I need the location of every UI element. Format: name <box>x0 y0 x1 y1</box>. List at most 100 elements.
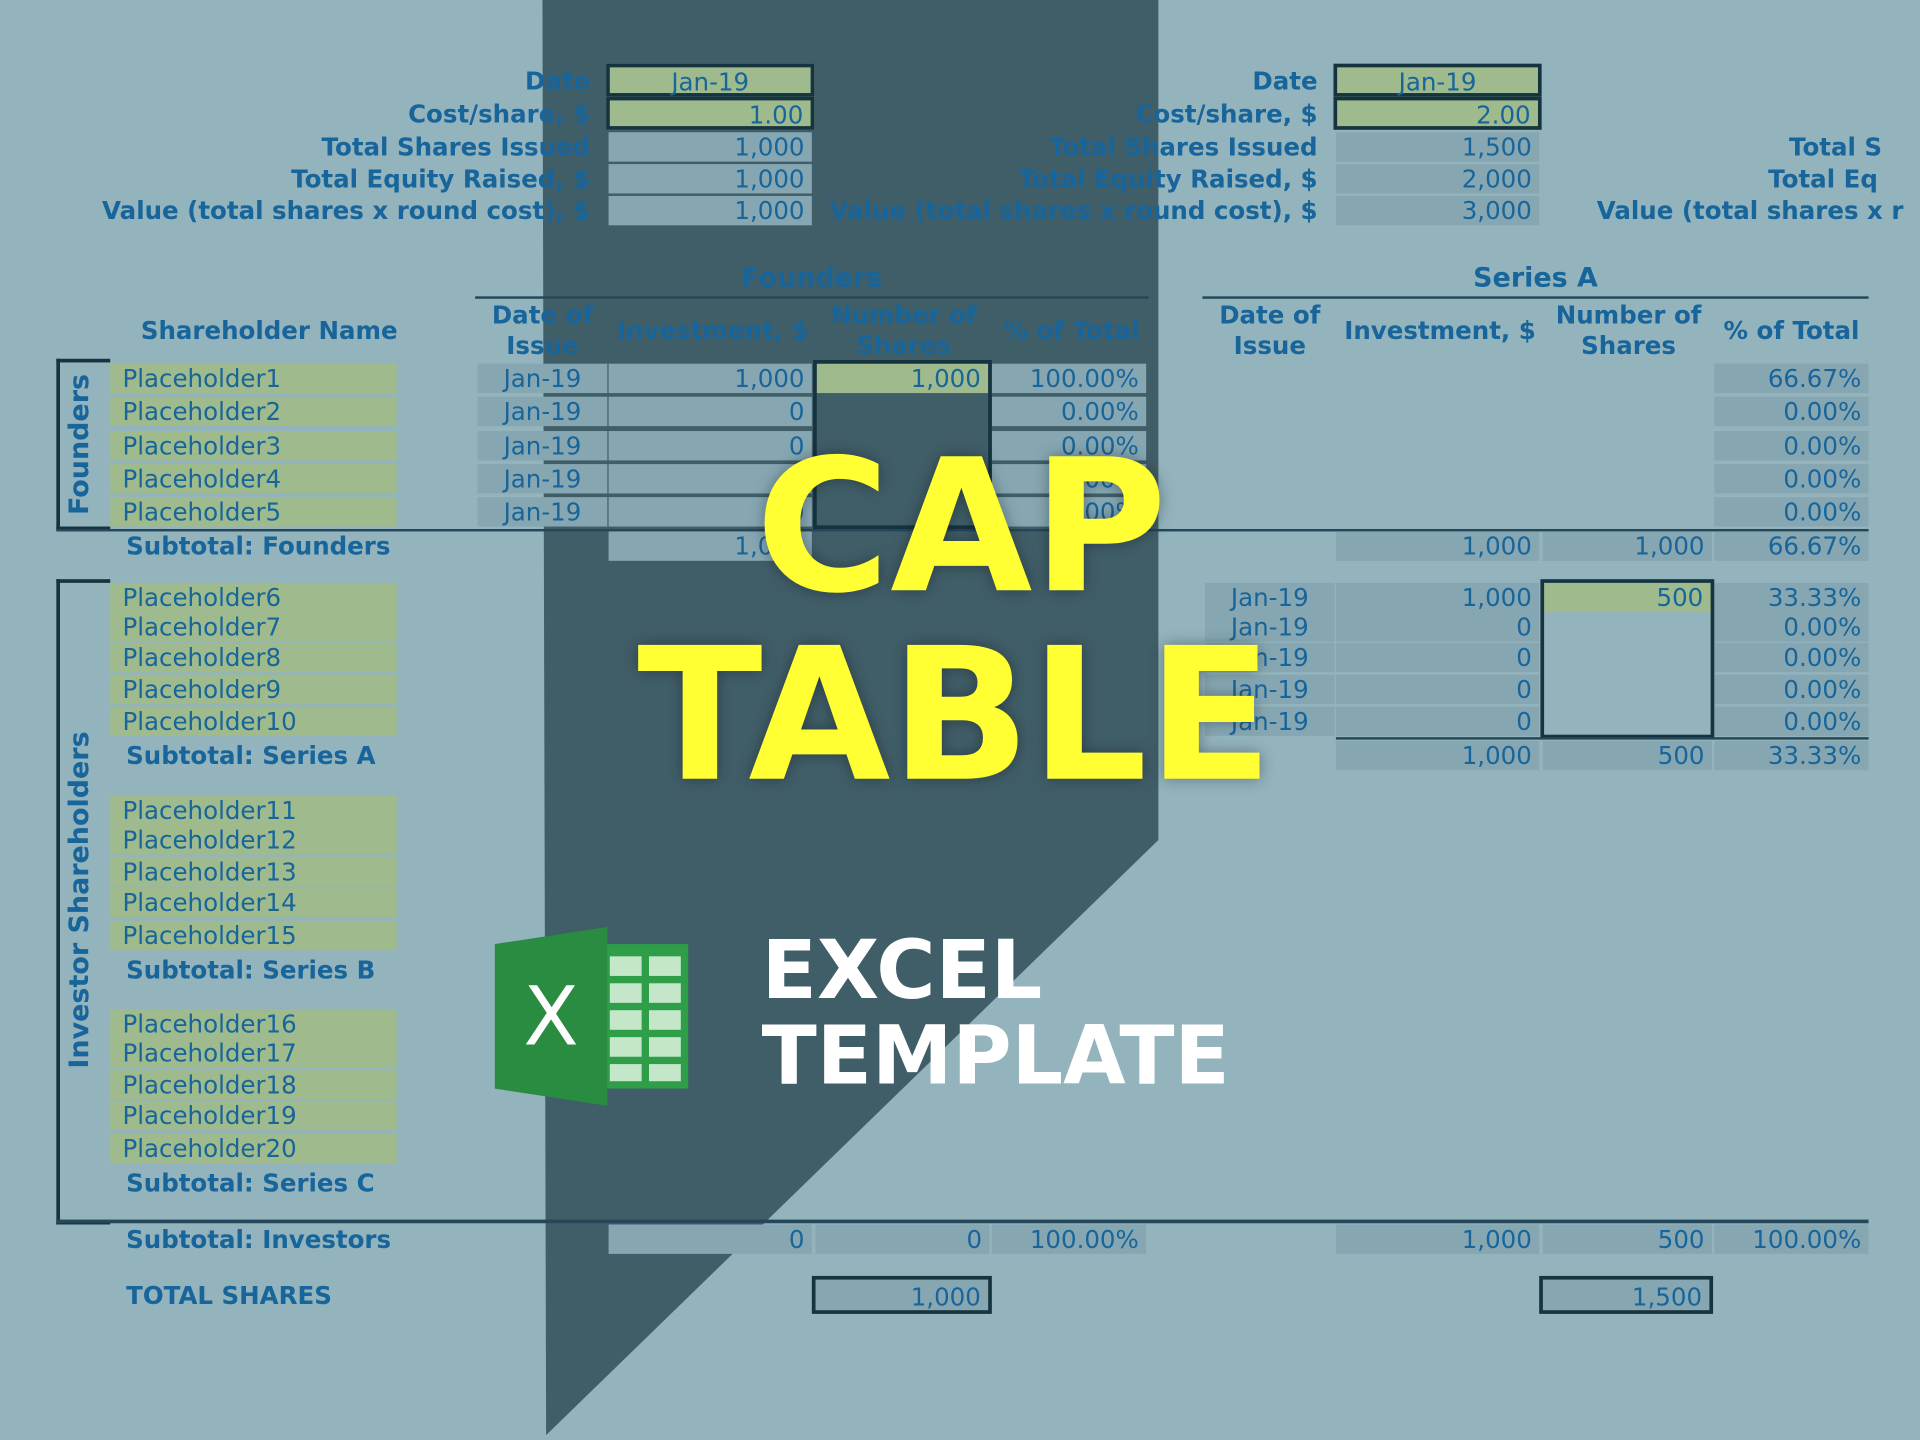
subtotal-investors-investment: 0 <box>608 1224 812 1254</box>
shareholder-name-cell[interactable]: Placeholder3 <box>110 431 397 461</box>
a-subtotal-series-a-pct: 33.33% <box>1714 740 1869 771</box>
header-date-of-issue-2: Issue <box>506 330 579 361</box>
founders-value-label: Value (total shares x round cost), $ <box>102 195 591 226</box>
subtotal-founders-investment: 1,000 <box>608 531 812 561</box>
series-b-shares-label: Total S <box>1788 132 1883 162</box>
series-a-shares-label: Total Shares Issued <box>1048 132 1318 162</box>
header-a-number-of-shares-2: Shares <box>1581 330 1677 361</box>
series-a-row-date: Jan-19 <box>1204 582 1335 613</box>
founders-total-shares: 1,000 <box>910 1282 981 1312</box>
excel-logo-icon: X <box>494 926 689 1106</box>
a-subtotal-investors-shares: 500 <box>1542 1224 1712 1254</box>
shareholder-name-cell[interactable]: Placeholder12 <box>110 825 397 855</box>
excel-logo-letter: X <box>523 970 578 1064</box>
series-a-row-pct: 0.00% <box>1714 706 1869 736</box>
series-b-value-label: Value (total shares x r <box>1596 195 1904 226</box>
founders-section-heading: Founders <box>741 263 883 294</box>
header-a-pct-total: % of Total <box>1723 315 1860 346</box>
series-a-total-shares-cell: 1,500 <box>1539 1275 1714 1314</box>
series-a-heading-rule <box>1202 296 1869 299</box>
a-subtotal-founders-pct: 66.67% <box>1714 531 1869 561</box>
series-a-row-investment: 1,000 <box>1335 582 1540 613</box>
shareholder-name-cell[interactable]: Placeholder20 <box>110 1133 397 1164</box>
series-a-total-shares: 1,500 <box>1631 1282 1703 1312</box>
subtotal-series-c-label: Subtotal: Series C <box>126 1168 375 1198</box>
subtotal-series-b-label: Subtotal: Series B <box>126 955 376 985</box>
subtotal-series-a-label: Subtotal: Series A <box>126 740 376 771</box>
a-subtotal-investors-investment: 1,000 <box>1335 1224 1540 1254</box>
shareholder-name-cell[interactable]: Placeholder1 <box>110 363 397 394</box>
shareholder-name-cell[interactable]: Placeholder14 <box>110 887 397 918</box>
shareholder-name-cell[interactable]: Placeholder17 <box>110 1038 397 1068</box>
founders-row-investment: 0 <box>608 464 812 494</box>
founders-value-value: 1,000 <box>608 195 812 226</box>
header-investment: Investment, $ <box>616 315 809 346</box>
subtotal-investors-label: Subtotal: Investors <box>126 1224 392 1254</box>
founders-shares-label: Total Shares Issued <box>321 132 591 162</box>
series-a-row-date: Jan-19 <box>1204 612 1335 642</box>
shareholder-name-cell[interactable]: Placeholder8 <box>110 642 397 673</box>
founders-bottom-rule <box>56 528 1869 532</box>
founders-date-cell[interactable]: Jan-19 <box>606 63 815 97</box>
founders-heading-rule <box>475 296 1149 299</box>
series-a-subtotal-rule <box>1335 737 1869 740</box>
a-subtotal-series-a-investment: 1,000 <box>1335 740 1540 771</box>
shareholder-name-cell[interactable]: Placeholder16 <box>110 1008 397 1039</box>
shareholder-name-cell[interactable]: Placeholder11 <box>110 795 397 826</box>
shareholder-name-cell[interactable]: Placeholder19 <box>110 1100 397 1131</box>
shareholder-name-cell[interactable]: Placeholder10 <box>110 706 397 736</box>
founders-equity-label: Total Equity Raised, $ <box>291 164 591 194</box>
founders-row-pct: 100.00% <box>991 363 1147 394</box>
series-a-row-investment: 0 <box>1335 706 1540 736</box>
header-pct-total: % of Total <box>1003 315 1140 346</box>
series-a-shares-input-box[interactable] <box>1540 579 1715 739</box>
shareholder-name-cell[interactable]: Placeholder7 <box>110 612 397 642</box>
a-founder-row-pct: 0.00% <box>1714 464 1869 494</box>
a-subtotal-series-a-shares: 500 <box>1542 740 1712 771</box>
shareholder-name-cell[interactable]: Placeholder4 <box>110 464 397 494</box>
founders-total-shares-cell: 1,000 <box>811 1275 992 1314</box>
series-a-date-cell[interactable]: Jan-19 <box>1333 63 1542 97</box>
shareholder-name-cell[interactable]: Placeholder15 <box>110 920 397 951</box>
banner-subtitle-line1: EXCEL <box>761 923 1043 1018</box>
series-a-shares-value: 1,500 <box>1335 132 1540 162</box>
series-a-value-label: Value (total shares x round cost), $ <box>829 195 1318 226</box>
header-shareholder-name: Shareholder Name <box>140 315 398 346</box>
series-a-row-date: Jan-19 <box>1204 706 1335 736</box>
founders-row-date: Jan-19 <box>477 464 608 494</box>
a-subtotal-founders-shares: 1,000 <box>1542 531 1712 561</box>
founders-row-pct: 0.00% <box>991 497 1147 527</box>
header-a-date-of-issue-2: Issue <box>1233 330 1306 361</box>
shareholder-name-cell[interactable]: Placeholder13 <box>110 857 397 887</box>
shareholder-name-cell[interactable]: Placeholder6 <box>110 582 397 613</box>
a-subtotal-founders-investment: 1,000 <box>1335 531 1540 561</box>
series-a-row-shares[interactable]: 500 <box>1544 582 1711 613</box>
header-a-investment: Investment, $ <box>1344 315 1536 346</box>
shareholder-name-cell[interactable]: Placeholder5 <box>110 497 397 527</box>
series-a-section-heading: Series A <box>1473 263 1598 294</box>
series-a-cost-cell[interactable]: 2.00 <box>1333 96 1542 130</box>
founders-row-investment: 0 <box>608 431 812 461</box>
subtotal-investors-pct: 100.00% <box>991 1224 1147 1254</box>
a-founder-row-pct: 0.00% <box>1714 497 1869 527</box>
series-a-date-value: Jan-19 <box>1398 67 1477 97</box>
a-subtotal-investors-pct: 100.00% <box>1714 1224 1869 1254</box>
shareholder-name-cell[interactable]: Placeholder18 <box>110 1070 397 1100</box>
founders-group-label: Founders <box>64 373 96 516</box>
founders-cost-cell[interactable]: 1.00 <box>606 96 815 130</box>
founders-row-date: Jan-19 <box>477 431 608 461</box>
shareholder-name-cell[interactable]: Placeholder2 <box>110 396 397 427</box>
shareholder-name-cell[interactable]: Placeholder9 <box>110 674 397 705</box>
series-a-row-pct: 0.00% <box>1714 642 1869 673</box>
founders-cost-label: Cost/share, $ <box>408 99 591 129</box>
series-a-date-label: Date <box>1252 66 1318 96</box>
founders-shares-input-box[interactable] <box>813 360 992 529</box>
founders-row-investment: 1,000 <box>608 363 812 394</box>
founders-row-shares[interactable]: 1,000 <box>816 363 989 394</box>
a-founder-row-pct: 66.67% <box>1714 363 1869 394</box>
series-a-equity-label: Total Equity Raised, $ <box>1018 164 1318 194</box>
founders-group-bracket <box>56 358 111 531</box>
founders-row-pct: 0.00% <box>991 431 1147 461</box>
series-a-row-investment: 0 <box>1335 642 1540 673</box>
